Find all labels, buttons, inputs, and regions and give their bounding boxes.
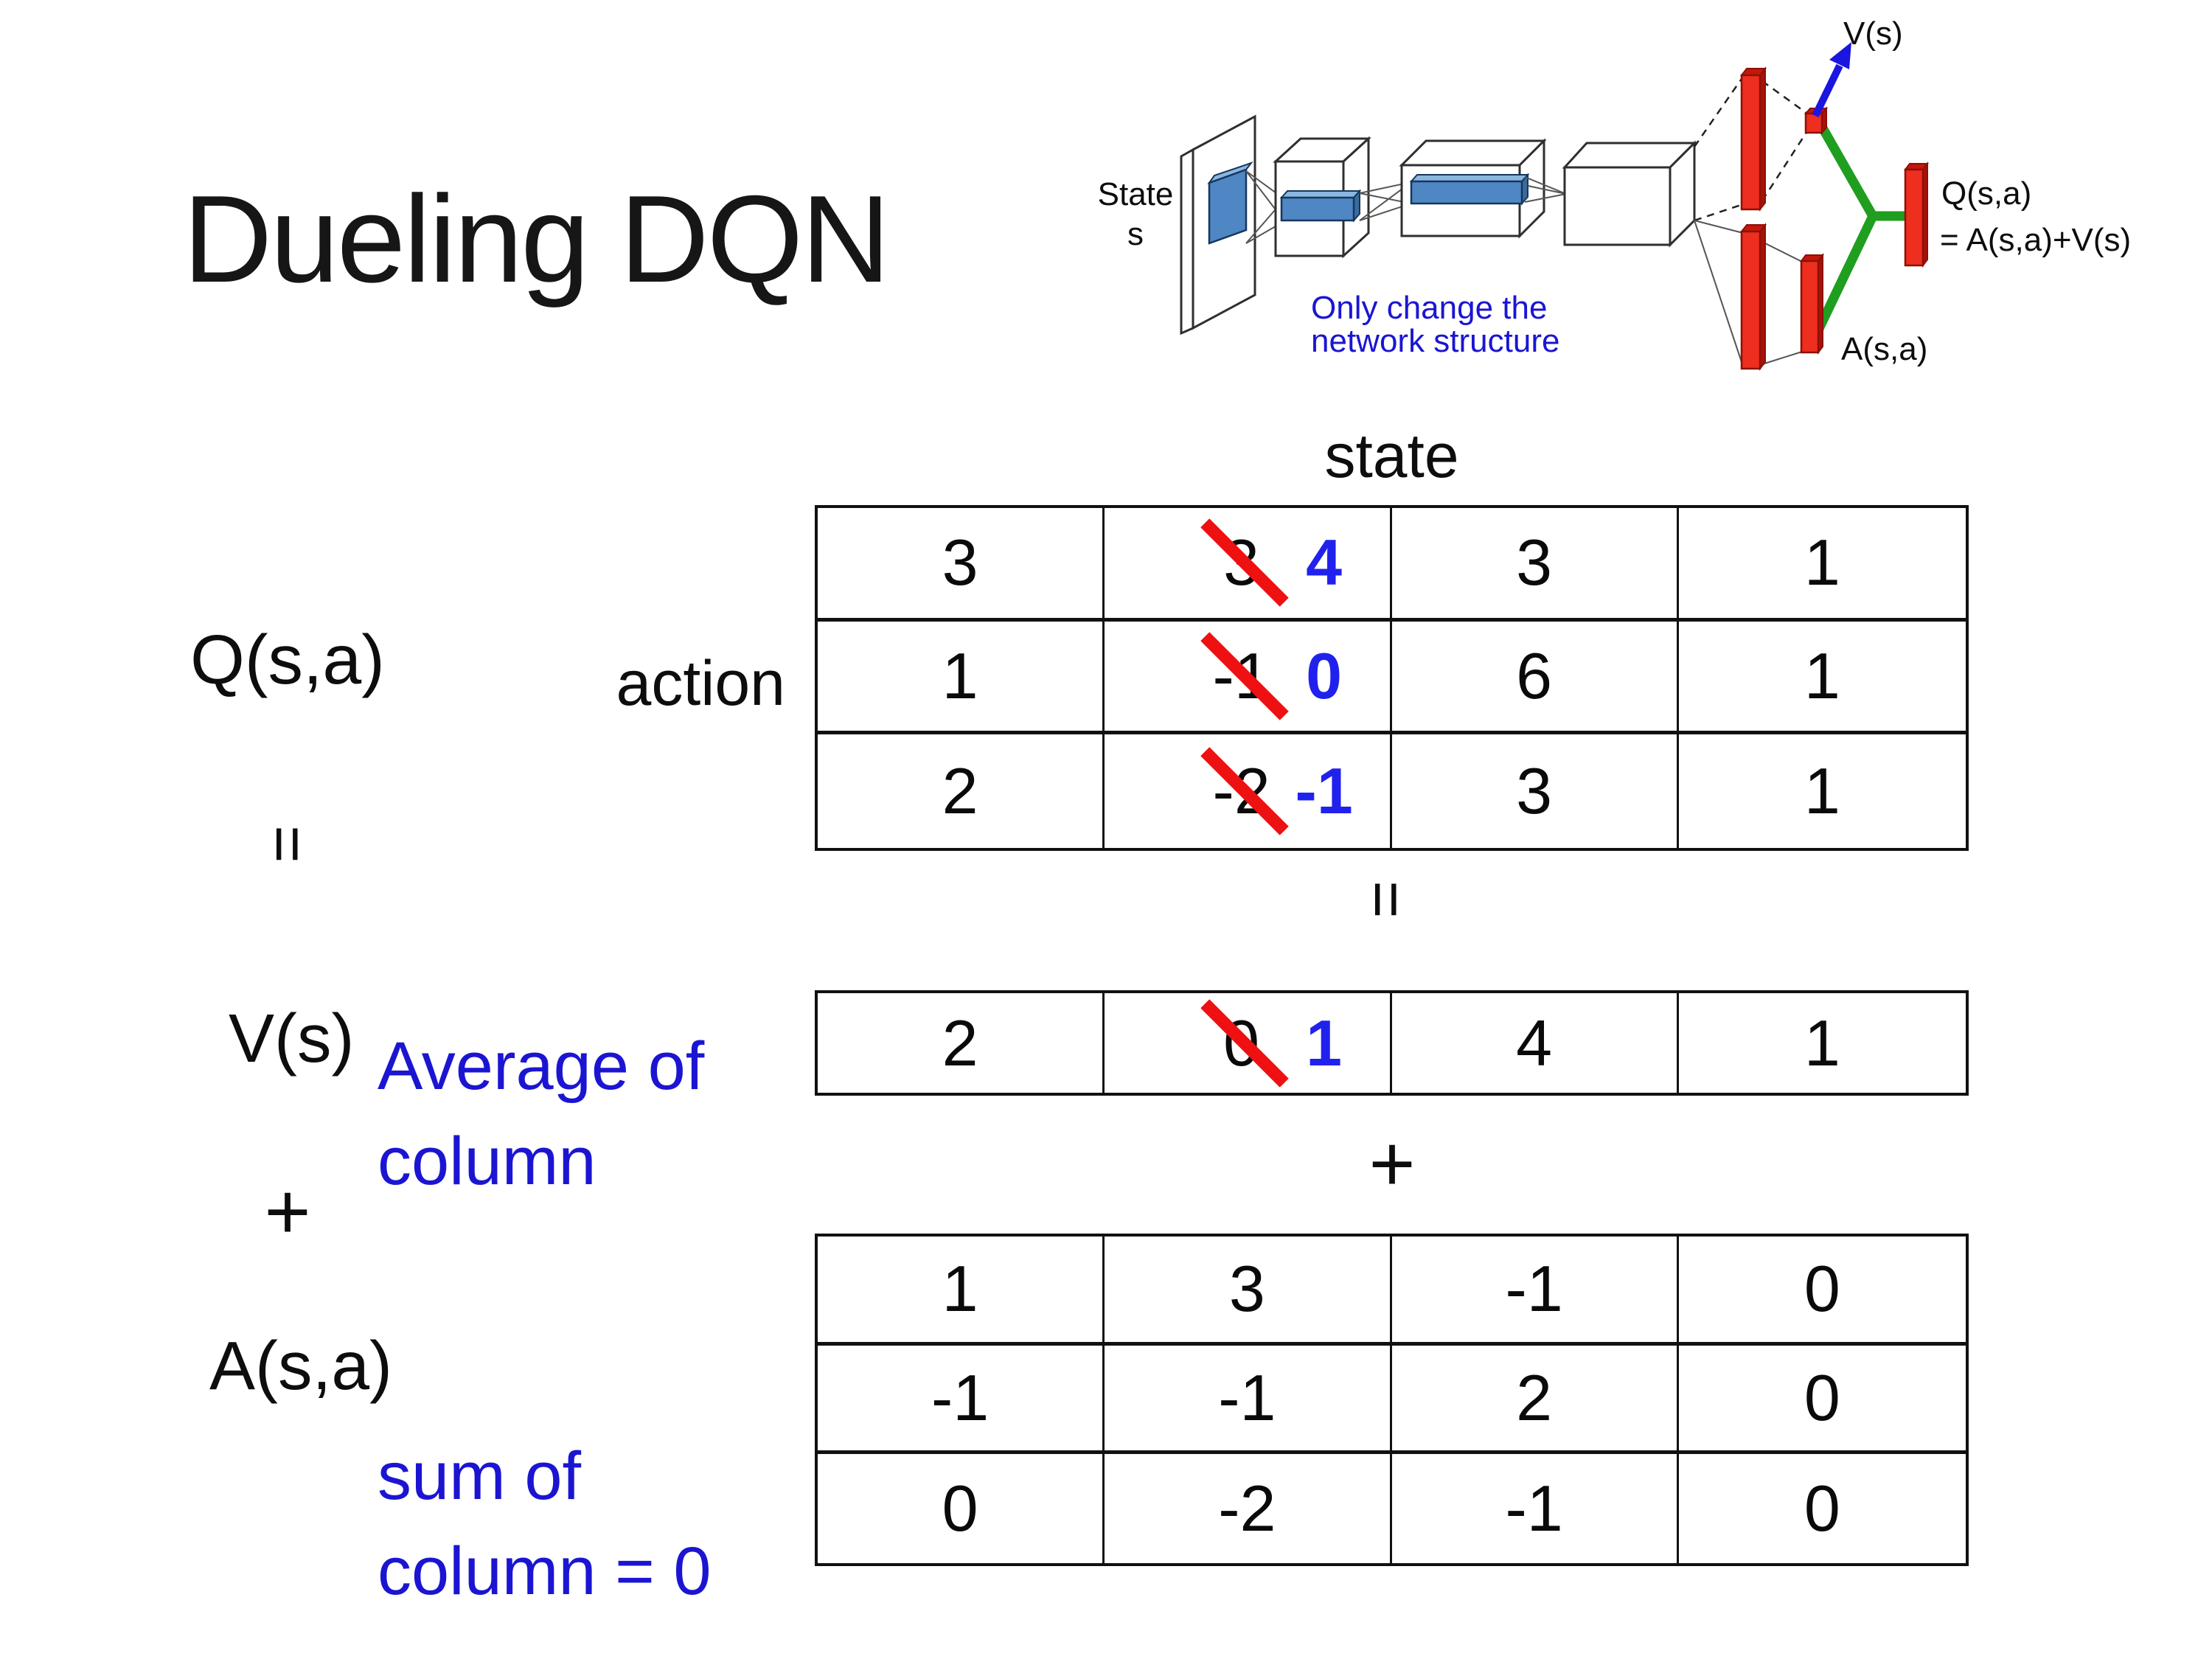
- cell-value: 2: [942, 1006, 978, 1079]
- table-cell-edited: -1 0: [1105, 621, 1392, 735]
- table-cell: -1: [1392, 1454, 1679, 1563]
- table-cell: 3: [1392, 734, 1679, 848]
- average-note-line2: column: [378, 1123, 597, 1199]
- diagram-v-label: V(s): [1843, 15, 1903, 52]
- cell-value: 1: [1804, 754, 1840, 828]
- table-cell: -1: [1391, 1237, 1679, 1346]
- value-hidden-bar: [1739, 66, 1767, 212]
- conv-feature-bar-2: [1279, 189, 1362, 223]
- cell-value: -1: [1218, 1360, 1276, 1434]
- table-cell: -2: [1105, 1454, 1392, 1563]
- v-function-label: V(s): [229, 1000, 355, 1077]
- table-cell-edited: -2 -1: [1105, 734, 1392, 848]
- panel-side-face: [1180, 147, 1194, 335]
- diagram-q-label-line2: = A(s,a)+V(s): [1940, 222, 2131, 258]
- q-output-bar: [1904, 161, 1929, 268]
- sum-of-column-note: sum of column = 0: [378, 1429, 712, 1619]
- diagram-note-line2: network structure: [1311, 323, 1559, 359]
- table-cell: 1: [1678, 622, 1966, 735]
- new-value: 4: [1306, 526, 1343, 599]
- table-cell: 1: [1679, 734, 1966, 848]
- table-cell-edited: 0 1: [1105, 993, 1392, 1093]
- conv-connection-lines-3: [1524, 176, 1567, 203]
- merge-green-lines: [1814, 124, 1908, 333]
- diagram-note-line1: Only change the: [1311, 290, 1547, 326]
- average-of-column-note: Average of column: [378, 1019, 704, 1209]
- table-cell: 1: [1678, 508, 1966, 622]
- table-cell: 0: [1678, 1346, 1966, 1455]
- new-value: -1: [1295, 754, 1353, 828]
- cell-value: 1: [1804, 639, 1840, 712]
- table-cell: 1: [1679, 993, 1966, 1093]
- cell-value: -1: [1505, 1252, 1563, 1326]
- equals-sign-center: =: [1350, 880, 1423, 919]
- table-cell: 2: [1391, 1345, 1679, 1455]
- table-cell: 0: [1679, 1454, 1966, 1563]
- conv-feature-slab-1: [1207, 161, 1253, 245]
- table-cell: 1: [818, 1237, 1105, 1346]
- diagram-state-label-line1: State: [1098, 176, 1174, 212]
- cell-value: 3: [1516, 754, 1553, 828]
- table-cell: 1: [818, 621, 1105, 735]
- cell-value: 1: [942, 1252, 978, 1326]
- sum-note-line2: column = 0: [378, 1533, 712, 1609]
- cell-value: 3: [1516, 526, 1553, 599]
- q-function-label: Q(s,a): [190, 621, 385, 699]
- plus-sign-center: +: [1368, 1118, 1416, 1208]
- advantage-table: 1 3 -1 0 -1 -1 2 0 0 -2 -1 0: [815, 1234, 1969, 1566]
- conv-feature-bar-3: [1409, 173, 1530, 206]
- table-cell: -1: [818, 1345, 1105, 1455]
- table-cell-edited: 3 4: [1105, 508, 1392, 622]
- table-cell: 3: [818, 508, 1105, 622]
- cell-value: 0: [1804, 1360, 1840, 1434]
- page-title: Dueling DQN: [183, 170, 891, 308]
- value-output-node: [1804, 106, 1829, 135]
- table-cell: 0: [1678, 1237, 1966, 1346]
- equals-sign-left: =: [251, 825, 324, 863]
- diagram-state-label-line2: s: [1127, 216, 1144, 252]
- cell-value: -2: [1218, 1472, 1276, 1545]
- cell-value: 6: [1516, 639, 1553, 712]
- table-cell: 0: [818, 1454, 1105, 1563]
- cell-value: 1: [942, 639, 978, 712]
- state-header: state: [1324, 421, 1459, 490]
- cell-value: 2: [1516, 1360, 1553, 1434]
- fc-layer-box: [1562, 140, 1697, 248]
- cell-value: 0: [1804, 1252, 1840, 1326]
- dueling-network-diagram: V(s) State s Only change the network str…: [1098, 15, 2131, 371]
- sum-note-line1: sum of: [378, 1439, 582, 1514]
- table-cell: 3: [1391, 508, 1679, 622]
- plus-sign-left: +: [264, 1166, 311, 1256]
- action-header: action: [616, 648, 786, 719]
- table-cell: 3: [1105, 1237, 1392, 1346]
- table-cell: -1: [1105, 1345, 1392, 1455]
- advantage-output-bar: [1800, 253, 1824, 355]
- cell-value: 0: [1804, 1472, 1840, 1545]
- cell-value: 1: [1804, 1006, 1840, 1079]
- value-stream-dashed-lines: [1693, 76, 1809, 222]
- diagram-a-label: A(s,a): [1841, 331, 1927, 367]
- diagram-q-label-line1: Q(s,a): [1941, 175, 2031, 212]
- cell-value: 3: [942, 526, 978, 599]
- cell-value: 4: [1516, 1006, 1553, 1079]
- cell-value: 1: [1804, 526, 1840, 599]
- advantage-stream-lines: [1694, 220, 1803, 367]
- cell-value: 0: [942, 1472, 978, 1545]
- table-cell: 6: [1391, 621, 1679, 735]
- cell-value: -1: [1505, 1472, 1563, 1545]
- q-value-table: 3 3 4 3 1 1 -1 0 6 1 2 -2 -1 3 1: [815, 505, 1969, 851]
- v-value-table: 2 0 1 4 1: [815, 990, 1969, 1096]
- new-value: 0: [1306, 639, 1343, 712]
- value-arrow-icon: [1812, 42, 1851, 118]
- a-function-label: A(s,a): [209, 1327, 393, 1404]
- table-cell: 4: [1392, 993, 1679, 1093]
- new-value: 1: [1306, 1006, 1343, 1079]
- advantage-hidden-bar: [1739, 223, 1767, 371]
- average-note-line1: Average of: [378, 1029, 705, 1104]
- cell-value: -1: [931, 1360, 990, 1434]
- table-cell: 2: [818, 993, 1105, 1093]
- cell-value: 2: [942, 754, 978, 828]
- cell-value: 3: [1228, 1252, 1265, 1326]
- table-cell: 2: [818, 734, 1105, 848]
